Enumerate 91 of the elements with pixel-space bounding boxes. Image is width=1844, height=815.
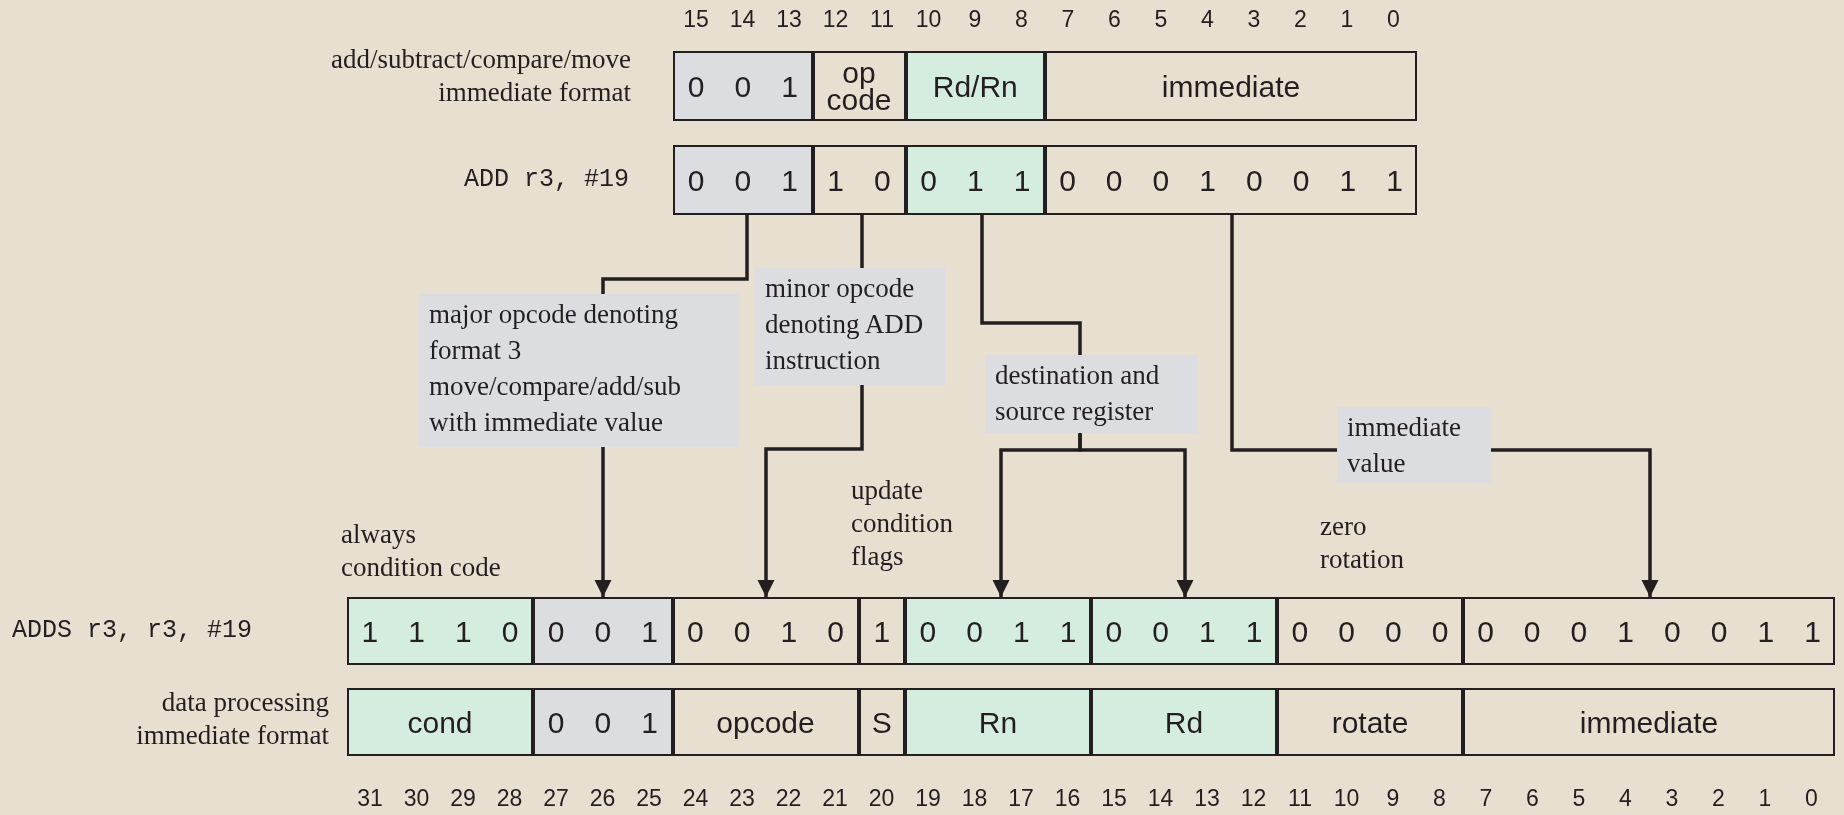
bit-number: 7 [1060,6,1076,33]
callout-box: minor opcode denoting ADD instruction [755,268,945,385]
bit-number: 12 [821,6,850,33]
bit-field: 0 0 0 0 [1277,597,1463,665]
bit-number: 11 [869,6,895,33]
leader-line [1230,215,1337,452]
bit-field: 0 1 1 [905,145,1045,215]
format-label: data processing immediate format [135,686,329,752]
bit-number: 1 [1757,785,1773,812]
instruction-label: ADD r3, #19 [462,164,629,196]
callout-box: immediate value [1337,407,1491,483]
bit-field: 0 0 1 [673,145,813,215]
bit-number: 27 [542,785,570,812]
bit-number: 17 [1007,785,1035,812]
bit-field: 0 0 1 1 [905,597,1091,665]
bit-number: 15 [682,6,710,33]
callout-box: major opcode denoting format 3 move/compare/add/sub with immediate value [419,294,739,447]
bit-number: 14 [1146,785,1175,812]
bit-number: 26 [588,785,617,812]
leader-line [601,215,749,294]
format-label: add/subtract/compare/move immediate format [330,43,631,109]
bit-field: cond [347,688,533,756]
bit-number: 1 [1339,6,1355,33]
annotation: zero rotation [1320,510,1405,576]
bit-field: 0 0 0 1 0 0 1 1 [1463,597,1835,665]
bit-number: 23 [728,785,756,812]
bit-field: immediate [1463,688,1835,756]
bit-number: 5 [1153,6,1169,33]
bit-number: 4 [1200,6,1215,33]
bit-number: 28 [495,785,524,812]
bit-number: 6 [1107,6,1122,33]
bit-field: 1 1 1 0 [347,597,533,665]
instruction-label: ADDS r3, r3, #19 [12,615,254,647]
bit-number: 24 [681,785,710,812]
bit-number: 31 [356,785,384,812]
bit-field: 0 0 1 [533,688,673,756]
bit-number: 8 [1432,785,1447,812]
bit-number: 15 [1100,785,1128,812]
leader-arrow [1491,448,1659,597]
bit-field: immediate [1045,51,1417,121]
bit-number: 19 [914,785,942,812]
leader-arrow [594,447,612,597]
bit-number: 6 [1525,785,1540,812]
bit-number: 2 [1711,785,1726,812]
bit-number: 29 [449,785,477,812]
bit-field: opcode [672,688,859,756]
callout-box: destination and source register [985,355,1197,433]
bit-number: 14 [728,6,757,33]
bit-number: 10 [1332,785,1361,812]
bit-number: 0 [1386,6,1401,33]
bit-number: 16 [1053,785,1082,812]
leader-line [980,215,1082,355]
bit-number: 4 [1618,785,1633,812]
bit-field: 0 0 1 [673,51,813,121]
bit-field: Rn [905,688,1091,756]
bit-number: 9 [1385,785,1401,812]
bit-number: 13 [1193,785,1221,812]
leader-arrow [1078,433,1194,597]
bit-number: 2 [1293,6,1308,33]
annotation: always condition code [341,518,502,584]
bit-number: 3 [1246,6,1262,33]
leader-arrow [757,385,864,597]
bit-number: 12 [1239,785,1268,812]
bit-number: 13 [775,6,803,33]
bit-number: 30 [402,785,431,812]
bit-field: Rd/Rn [905,51,1045,121]
bit-number: 22 [774,785,803,812]
bit-number: 0 [1804,785,1819,812]
bit-number: 11 [1287,785,1313,812]
bit-number: 18 [960,785,989,812]
bit-field: rotate [1277,688,1463,756]
bit-field: 1 0 [812,145,906,215]
bit-number: 7 [1478,785,1494,812]
bit-field: S [858,688,905,756]
annotation: update condition flags [851,474,954,573]
bit-field: 0 0 1 1 [1091,597,1277,665]
bit-number: 3 [1664,785,1680,812]
bit-number: 20 [867,785,896,812]
bit-field: 1 [858,597,905,665]
bit-number: 21 [821,785,849,812]
bit-field: 0 0 1 [533,597,673,665]
bit-number: 10 [914,6,943,33]
bit-field: 0 0 1 0 [672,597,859,665]
bit-number: 9 [967,6,983,33]
bit-field: 0 0 0 1 0 0 1 1 [1045,145,1417,215]
leader-line [860,215,864,268]
bit-field: op code [812,51,906,121]
bit-number: 25 [635,785,663,812]
bit-number: 5 [1571,785,1587,812]
bit-field: Rd [1091,688,1277,756]
bit-number: 8 [1014,6,1029,33]
